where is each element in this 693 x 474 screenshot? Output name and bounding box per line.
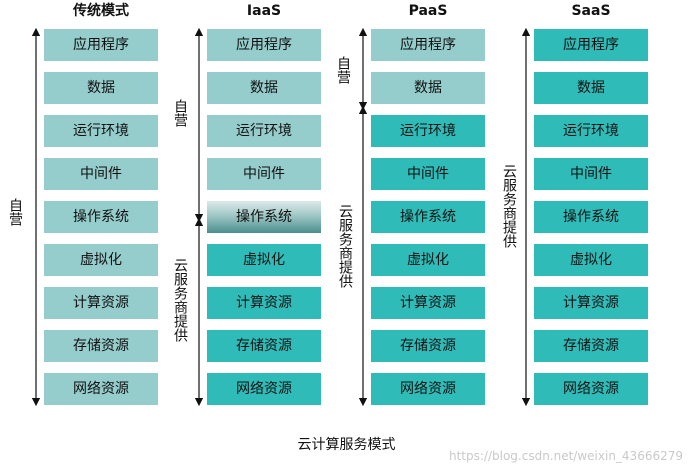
layer-box: 存储资源 bbox=[534, 330, 648, 362]
watermark-text: https://blog.csdn.net/weixin_43666279 bbox=[448, 449, 683, 463]
layer-box: 运行环境 bbox=[534, 115, 648, 147]
diagram-caption: 云计算服务模式 bbox=[297, 437, 396, 453]
column-title-traditional: 传统模式 bbox=[73, 3, 129, 19]
layer-box: 网络资源 bbox=[207, 373, 321, 405]
paas-provider-label: 云服务商提供 bbox=[337, 204, 353, 288]
layer-box: 中间件 bbox=[207, 158, 321, 190]
traditional-self-label: 自营 bbox=[7, 198, 23, 226]
layer-box: 虚拟化 bbox=[44, 244, 158, 276]
layer-box: 数据 bbox=[207, 72, 321, 104]
layer-box: 应用程序 bbox=[371, 29, 485, 61]
layer-box: 运行环境 bbox=[207, 115, 321, 147]
layer-box: 网络资源 bbox=[371, 373, 485, 405]
layer-box: 虚拟化 bbox=[371, 244, 485, 276]
layer-box: 操作系统 bbox=[44, 201, 158, 233]
layer-box: 网络资源 bbox=[534, 373, 648, 405]
layer-box: 数据 bbox=[534, 72, 648, 104]
layer-box: 网络资源 bbox=[44, 373, 158, 405]
layer-box: 计算资源 bbox=[371, 287, 485, 319]
layer-box: 存储资源 bbox=[371, 330, 485, 362]
layer-box: 中间件 bbox=[534, 158, 648, 190]
column-title-saas: SaaS bbox=[571, 3, 611, 19]
saas-provider-label: 云服务商提供 bbox=[501, 164, 517, 248]
layer-box: 应用程序 bbox=[44, 29, 158, 61]
layer-box: 存储资源 bbox=[44, 330, 158, 362]
layer-box: 中间件 bbox=[44, 158, 158, 190]
iaas-provider-label: 云服务商提供 bbox=[172, 258, 188, 342]
layer-box: 计算资源 bbox=[207, 287, 321, 319]
layer-box: 操作系统 bbox=[534, 201, 648, 233]
paas-self-label: 自营 bbox=[335, 56, 351, 84]
iaas-self-label: 自营 bbox=[172, 99, 188, 127]
layer-box: 运行环境 bbox=[44, 115, 158, 147]
layer-box: 应用程序 bbox=[534, 29, 648, 61]
layer-box: 数据 bbox=[44, 72, 158, 104]
layer-box: 虚拟化 bbox=[207, 244, 321, 276]
layer-box: 中间件 bbox=[371, 158, 485, 190]
layer-box: 操作系统 bbox=[207, 201, 321, 233]
layer-box: 计算资源 bbox=[534, 287, 648, 319]
layer-box: 存储资源 bbox=[207, 330, 321, 362]
layer-box: 应用程序 bbox=[207, 29, 321, 61]
layer-box: 运行环境 bbox=[371, 115, 485, 147]
column-title-iaas: IaaS bbox=[246, 3, 282, 19]
column-title-paas: PaaS bbox=[408, 3, 448, 19]
layer-box: 虚拟化 bbox=[534, 244, 648, 276]
layer-box: 计算资源 bbox=[44, 287, 158, 319]
layer-box: 操作系统 bbox=[371, 201, 485, 233]
layer-box: 数据 bbox=[371, 72, 485, 104]
